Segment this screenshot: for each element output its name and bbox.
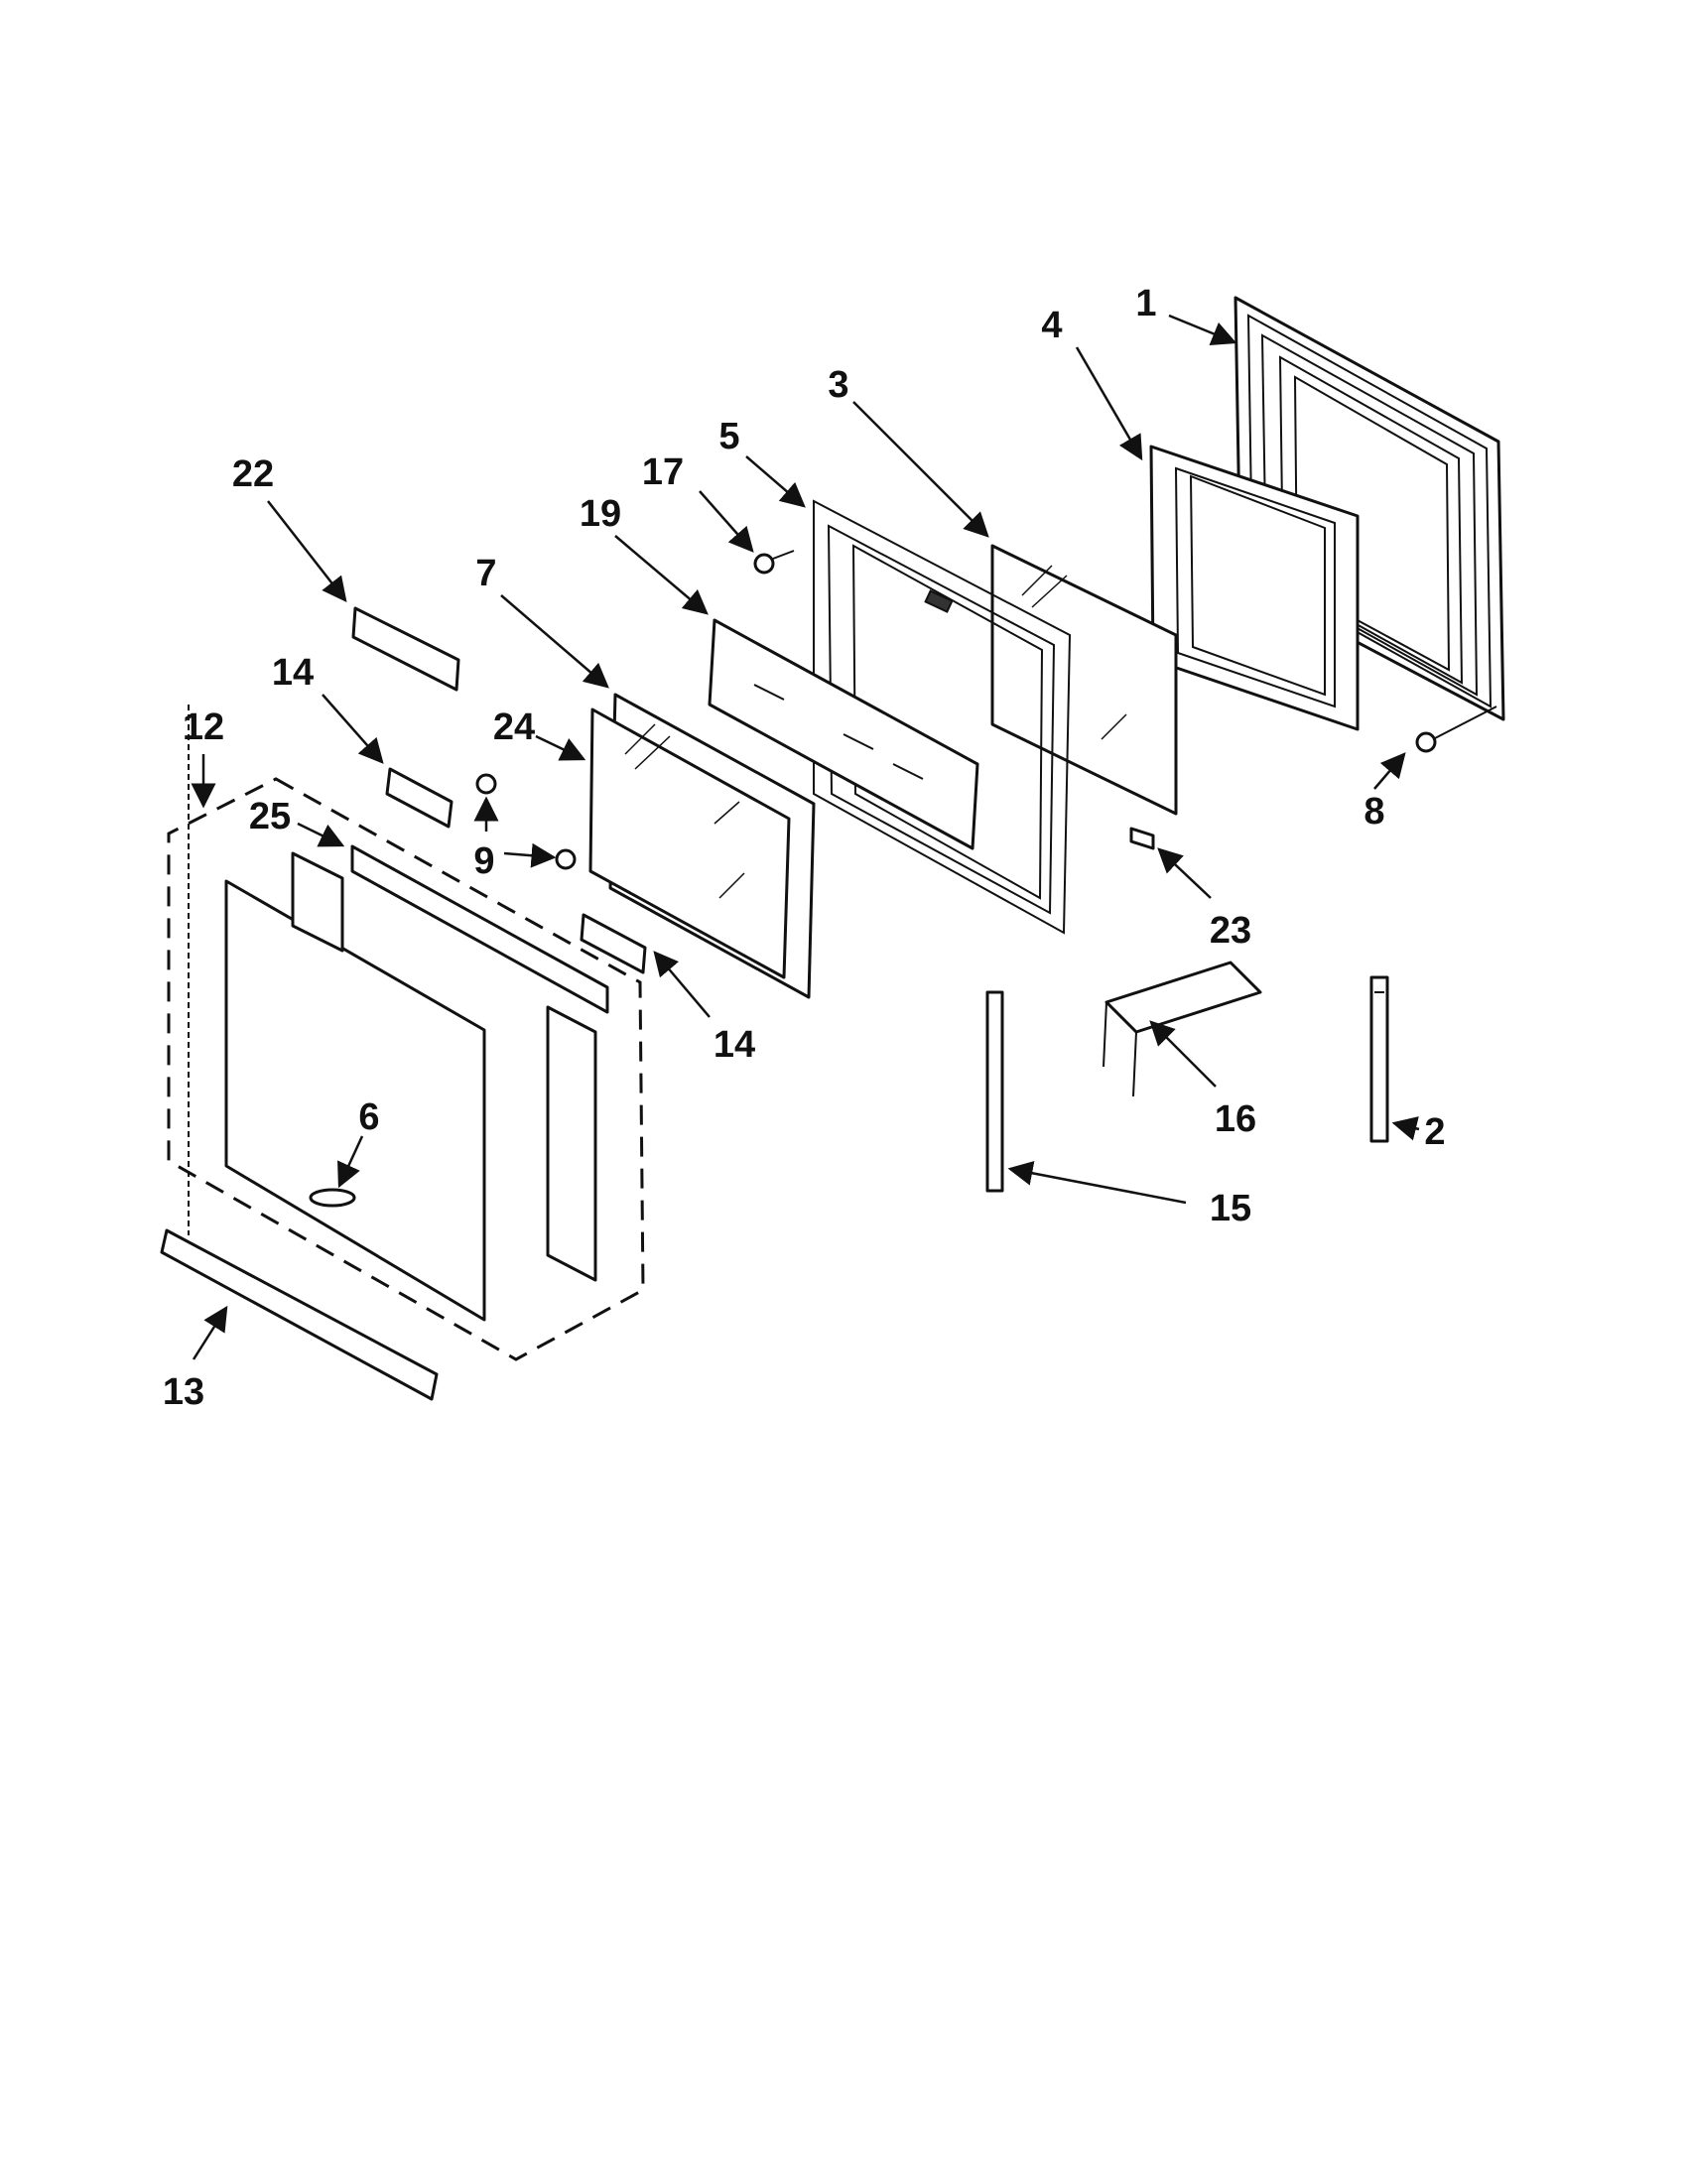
callout-24: 24 (493, 707, 535, 748)
callout-19: 19 (580, 493, 621, 535)
callout-13: 13 (163, 1371, 204, 1413)
part-19-heat-shield (708, 618, 979, 850)
part-13-door-handle (160, 705, 439, 1401)
leader-13 (192, 1305, 228, 1360)
callout-5: 5 (718, 416, 739, 457)
leader-25 (297, 822, 345, 847)
leader-5 (745, 455, 806, 508)
leader-24 (535, 734, 586, 761)
callout-6: 6 (358, 1096, 379, 1138)
leader-19 (614, 535, 709, 615)
callout-1: 1 (1135, 283, 1156, 324)
callout-23: 23 (1210, 910, 1251, 952)
part-15-rod (985, 990, 1004, 1193)
leader-6 (337, 1135, 364, 1189)
callout-12: 12 (183, 707, 224, 748)
callout-4: 4 (1041, 305, 1062, 346)
callout-16: 16 (1215, 1098, 1256, 1140)
leader-2 (1391, 1116, 1420, 1141)
part-1-outer-door-frame (1234, 296, 1505, 721)
leader-14b (653, 951, 711, 1018)
part-22-bracket (351, 606, 460, 692)
part-16-bracket (1103, 961, 1262, 1097)
leader-3 (852, 401, 989, 538)
callout-15: 15 (1210, 1188, 1251, 1229)
leader-14a (322, 694, 384, 764)
leader-23 (1157, 847, 1212, 899)
callout-9: 9 (473, 840, 494, 882)
callout-8: 8 (1363, 791, 1384, 833)
part-9-screw-lower (555, 848, 577, 870)
part-17-screw (753, 550, 795, 575)
callout-14b: 14 (714, 1024, 755, 1066)
part-14-hinge-receiver-upper (385, 767, 454, 829)
callout-3: 3 (828, 364, 848, 406)
leader-4 (1075, 346, 1143, 461)
leader-9b (503, 842, 557, 868)
leader-15 (1007, 1160, 1187, 1205)
part-3-glass-panel (990, 544, 1178, 816)
callout-14a: 14 (272, 652, 314, 694)
callout-17: 17 (642, 451, 684, 493)
part-14-hinge-receiver-lower (580, 913, 647, 974)
leader-22 (267, 500, 347, 602)
part-12-outer-door-panel (167, 777, 645, 1361)
callout-22: 22 (232, 453, 274, 495)
leader-1 (1168, 314, 1237, 346)
part-25-trim-strip (350, 844, 609, 1014)
part-24-middle-glass (588, 707, 791, 979)
part-8-bumper (1415, 706, 1497, 753)
callout-2: 2 (1424, 1111, 1445, 1153)
callout-25: 25 (249, 796, 291, 837)
leader-8 (1373, 752, 1406, 790)
part-23-clip (1129, 827, 1155, 850)
part-2-hinge (1369, 975, 1389, 1143)
leader-17 (699, 490, 754, 553)
leader-7 (500, 594, 609, 689)
part-4-door-trim (1149, 445, 1360, 731)
callout-7: 7 (475, 553, 496, 594)
leader-16 (1149, 1020, 1217, 1088)
part-9-screw-upper (475, 773, 497, 795)
